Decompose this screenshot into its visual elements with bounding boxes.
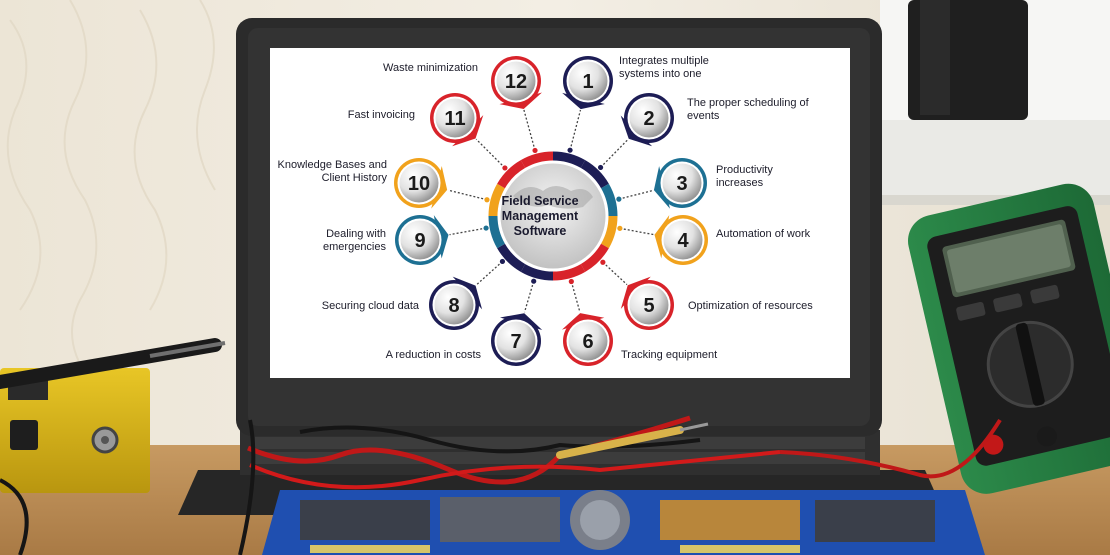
center-ring-segment — [600, 183, 618, 217]
connector-dot — [600, 259, 606, 265]
item-number: 4 — [677, 230, 689, 252]
connector-dot — [532, 147, 538, 154]
item-number: 3 — [676, 173, 687, 195]
item-ball — [629, 285, 669, 325]
connector-line — [618, 189, 654, 200]
item-number: 9 — [414, 230, 425, 252]
world-map-icon — [513, 186, 593, 209]
connector-line — [600, 138, 629, 168]
center-ring-segment — [520, 263, 554, 281]
connector-dot — [597, 164, 604, 171]
center-ring-segment — [520, 151, 554, 169]
center-ring-segment — [488, 215, 506, 249]
connector-dot — [483, 225, 489, 231]
center-ring-segment — [497, 243, 526, 272]
connector-line — [570, 281, 581, 313]
connector-dot — [531, 278, 537, 284]
item-number: 10 — [408, 173, 430, 195]
connector-line — [619, 227, 654, 236]
item-number: 12 — [505, 71, 527, 93]
connector-dot — [617, 225, 623, 231]
connector-dot — [616, 196, 622, 202]
connector-line — [602, 261, 628, 286]
item-ball — [399, 163, 439, 203]
item-ball — [400, 220, 440, 260]
connector-line — [475, 260, 503, 286]
connector-line — [447, 189, 488, 201]
connector-dot — [502, 165, 508, 171]
diagram-center-title: Field Service Management Software — [501, 194, 579, 238]
item-ball — [568, 61, 608, 101]
item-label: Fast invoicing — [347, 109, 415, 121]
item-number: 11 — [444, 108, 465, 130]
center-ring-segment — [600, 215, 618, 249]
connector-line — [523, 109, 536, 151]
item-label: Dealing with emergencies — [323, 228, 386, 253]
connector-dot — [567, 147, 573, 153]
center-ring-segment — [552, 263, 586, 281]
center-ring-segment — [552, 151, 586, 169]
item-label: The proper scheduling of events — [687, 97, 809, 122]
item-ball — [496, 321, 536, 361]
item-ball — [663, 220, 703, 260]
item-number: 2 — [643, 108, 654, 130]
connector-dot — [499, 258, 506, 265]
item-label: Knowledge Bases and Client History — [277, 159, 387, 184]
item-label: Tracking equipment — [621, 349, 718, 361]
item-label: Securing cloud data — [321, 300, 419, 312]
center-ring-segment — [580, 243, 609, 272]
item-number: 6 — [582, 331, 593, 353]
item-ball — [662, 163, 702, 203]
item-ball — [435, 98, 475, 138]
item-ball — [496, 61, 536, 101]
item-label: A reduction in costs — [385, 349, 481, 361]
item-label: Optimization of resources — [688, 300, 813, 312]
item-label: Waste minimization — [383, 62, 478, 74]
center-ring-segment — [488, 183, 506, 217]
connector-dot — [484, 197, 490, 203]
connector-line — [569, 109, 582, 151]
item-ball — [434, 285, 474, 325]
item-number: 5 — [643, 295, 654, 317]
item-number: 8 — [448, 295, 459, 317]
item-label: Integrates multiple systems into one — [619, 55, 709, 80]
item-label: Productivity increases — [716, 164, 773, 189]
center-ring-segment — [497, 160, 526, 189]
item-number: 7 — [510, 331, 521, 353]
item-ball — [568, 321, 608, 361]
connector-line — [475, 138, 506, 169]
connector-dot — [568, 278, 574, 285]
connector-line — [523, 281, 535, 313]
item-ball — [629, 98, 669, 138]
item-number: 1 — [582, 71, 593, 93]
center-ring-segment — [580, 160, 609, 189]
item-label: Automation of work — [716, 228, 811, 240]
